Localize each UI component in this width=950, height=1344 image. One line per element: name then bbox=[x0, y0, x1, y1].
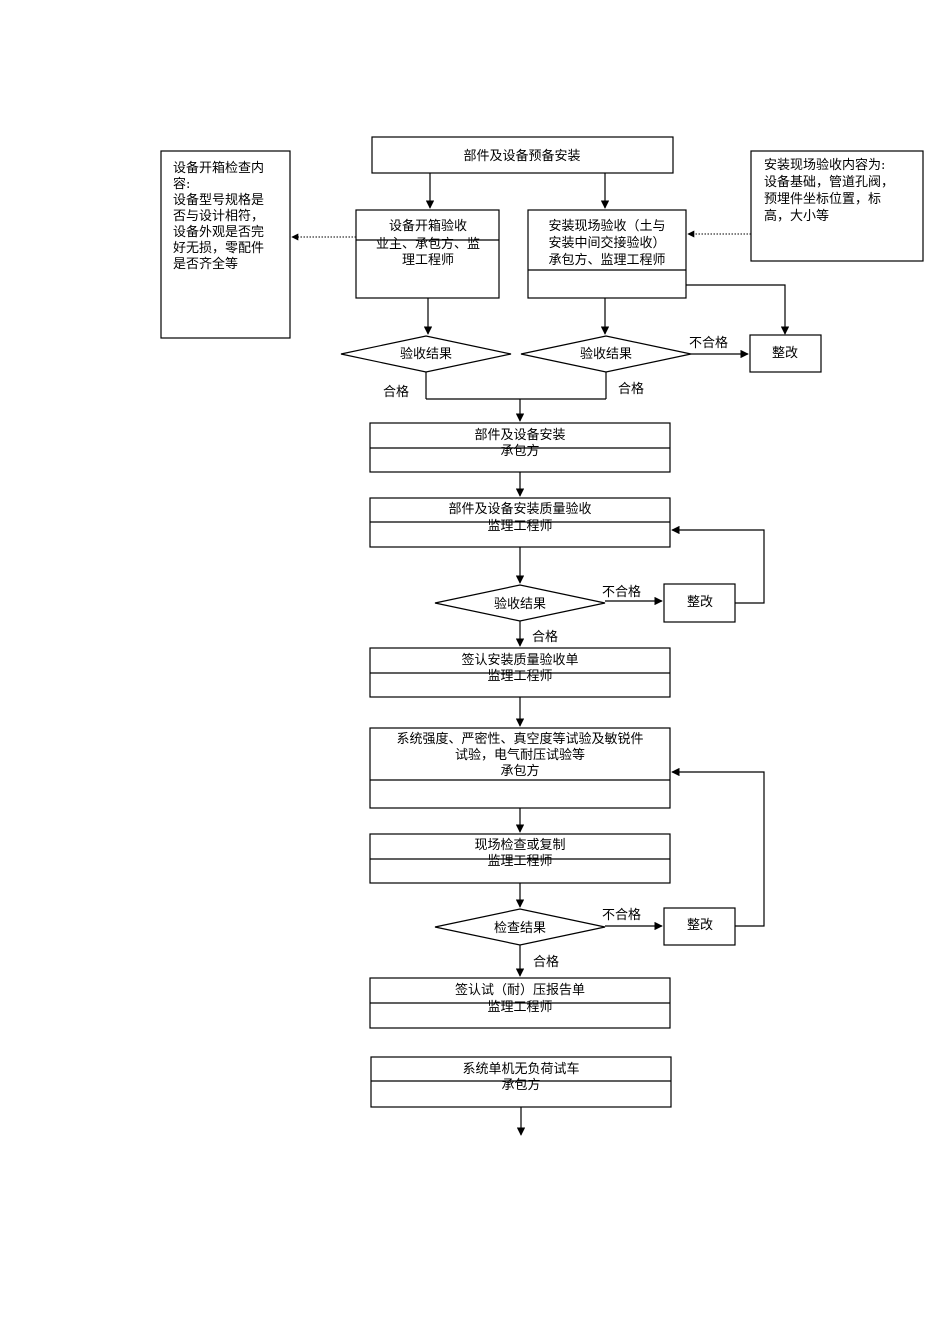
system-test-box: 系统强度、严密性、真空度等试验及敏锐件 试验，电气耐压试验等 承包方 bbox=[369, 727, 671, 809]
site-label-3: 承包方、监理工程师 bbox=[548, 252, 665, 268]
fail-label-1: 不合格 bbox=[689, 335, 728, 351]
quality-acceptance-box: 部件及设备安装质量验收 监理工程师 bbox=[369, 497, 671, 548]
quality-label-1: 部件及设备安装质量验收 bbox=[448, 501, 591, 517]
rectify-1-label: 整改 bbox=[772, 346, 798, 361]
left-note-line-2: 容: bbox=[173, 176, 190, 192]
acceptance-result-diamond-3: 验收结果 bbox=[434, 584, 606, 622]
right-note-line-3: 预埋件坐标位置，标 bbox=[764, 192, 881, 207]
pass-label-3: 合格 bbox=[532, 629, 558, 645]
top-box: 部件及设备预备安装 bbox=[371, 136, 674, 174]
acceptance-result-diamond-1: 验收结果 bbox=[340, 335, 512, 373]
fail-label-3: 不合格 bbox=[602, 907, 641, 923]
unpack-label-3: 理工程师 bbox=[402, 253, 454, 268]
check-diamond-label: 检查结果 bbox=[494, 921, 546, 936]
acceptance-result-diamond-2: 验收结果 bbox=[520, 335, 692, 373]
sign-pressure-box: 签认试（耐）压报告单 监理工程师 bbox=[369, 977, 671, 1029]
right-note-line-4: 高，大小等 bbox=[764, 208, 829, 224]
unpack-label-1: 设备开箱验收 bbox=[389, 218, 467, 234]
pass-label-1: 合格 bbox=[383, 384, 409, 400]
system-test-label-1: 系统强度、严密性、真空度等试验及敏锐件 bbox=[396, 731, 643, 747]
left-note-line-5: 设备外观是否完 bbox=[173, 224, 264, 240]
rectify-box-3: 整改 bbox=[663, 907, 736, 946]
site-label-2: 安装中间交接验收） bbox=[548, 235, 665, 251]
pass-label-4: 合格 bbox=[533, 954, 559, 970]
unpack-acceptance-box: 设备开箱验收 业主、承包方、监 理工程师 bbox=[355, 209, 500, 299]
sign-quality-box: 签认安装质量验收单 监理工程师 bbox=[369, 647, 671, 698]
site-check-box: 现场检查或复制 监理工程师 bbox=[369, 833, 671, 884]
left-note-line-7: 是否齐全等 bbox=[173, 256, 238, 272]
rectify-box-2: 整改 bbox=[663, 583, 736, 623]
install-label-2: 承包方 bbox=[500, 443, 539, 459]
trial-run-label-2: 承包方 bbox=[501, 1077, 540, 1093]
sign-quality-label-1: 签认安装质量验收单 bbox=[461, 652, 578, 668]
sign-pressure-label-2: 监理工程师 bbox=[487, 1000, 552, 1015]
left-note-line-3: 设备型号规格是 bbox=[173, 192, 264, 208]
diamond-3-label: 验收结果 bbox=[494, 596, 546, 612]
trial-run-box: 系统单机无负荷试车 承包方 bbox=[370, 1056, 672, 1108]
right-note-line-1: 安装现场验收内容为: bbox=[764, 157, 885, 173]
check-result-diamond: 检查结果 bbox=[434, 908, 606, 946]
site-check-label-2: 监理工程师 bbox=[487, 854, 552, 869]
site-check-label-1: 现场检查或复制 bbox=[474, 838, 565, 853]
system-test-label-3: 承包方 bbox=[500, 763, 539, 779]
pass-label-2: 合格 bbox=[618, 381, 644, 397]
right-note-line-2: 设备基础，管道孔阀， bbox=[764, 174, 894, 190]
site-label-1: 安装现场验收（土与 bbox=[548, 218, 665, 234]
sign-pressure-label-1: 签认试（耐）压报告单 bbox=[455, 982, 585, 998]
trial-run-label-1: 系统单机无负荷试车 bbox=[462, 1061, 579, 1077]
install-box: 部件及设备安装 承包方 bbox=[369, 422, 671, 473]
right-note-box: 安装现场验收内容为: 设备基础，管道孔阀， 预埋件坐标位置，标 高，大小等 bbox=[750, 150, 924, 262]
diamond-2-label: 验收结果 bbox=[580, 346, 632, 362]
top-box-label: 部件及设备预备安装 bbox=[463, 148, 580, 164]
quality-label-2: 监理工程师 bbox=[487, 519, 552, 534]
diamond-1-label: 验收结果 bbox=[400, 346, 452, 362]
left-note-line-6: 好无损，零配件 bbox=[173, 241, 264, 256]
fail-label-2: 不合格 bbox=[602, 584, 641, 600]
left-note-box: 设备开箱检查内 容: 设备型号规格是 否与设计相符， 设备外观是否完 好无损，零… bbox=[160, 150, 291, 339]
system-test-label-2: 试验，电气耐压试验等 bbox=[455, 747, 585, 763]
rectify-2-label: 整改 bbox=[687, 595, 713, 610]
left-note-line-1: 设备开箱检查内 bbox=[173, 160, 264, 176]
rectify-3-label: 整改 bbox=[687, 918, 713, 933]
unpack-label-2: 业主、承包方、监 bbox=[376, 236, 480, 252]
left-note-line-4: 否与设计相符， bbox=[173, 208, 264, 224]
sign-quality-label-2: 监理工程师 bbox=[487, 669, 552, 684]
rectify-box-1: 整改 bbox=[749, 334, 822, 373]
install-label-1: 部件及设备安装 bbox=[474, 427, 565, 443]
site-acceptance-box: 安装现场验收（土与 安装中间交接验收） 承包方、监理工程师 bbox=[527, 209, 687, 299]
